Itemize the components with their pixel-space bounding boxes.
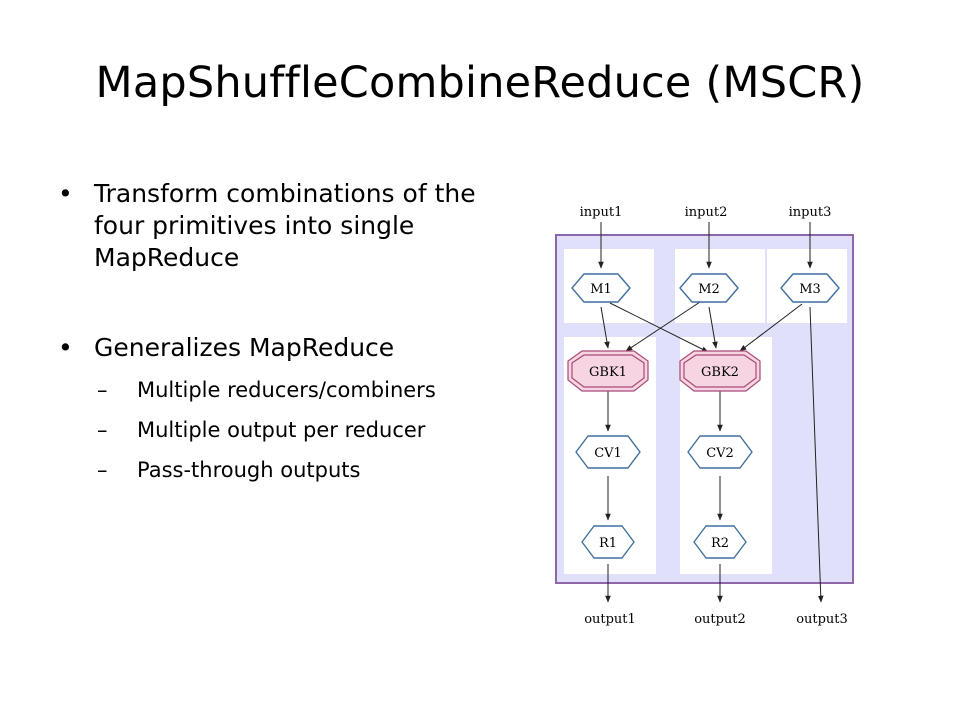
sub-bullet-item: – Multiple output per reducer bbox=[97, 416, 437, 444]
bullet-item: • Transform combinations of the four pri… bbox=[58, 178, 498, 274]
combiner-label: CV1 bbox=[594, 446, 622, 461]
output-label: output3 bbox=[796, 612, 848, 627]
output-label: output2 bbox=[694, 612, 746, 627]
bullet-text: Generalizes MapReduce bbox=[94, 333, 395, 362]
sub-bullet-text: Multiple reducers/combiners bbox=[137, 378, 436, 402]
gbk-label: GBK2 bbox=[701, 365, 739, 380]
edge bbox=[625, 301, 701, 352]
reducer-node: R1 bbox=[581, 525, 635, 559]
mapper-node: M2 bbox=[679, 273, 739, 303]
bullet-dot-icon: • bbox=[58, 333, 73, 362]
edge bbox=[708, 306, 718, 349]
edge bbox=[600, 306, 610, 349]
reducer-label: R2 bbox=[711, 536, 729, 551]
mapper-node: M1 bbox=[571, 273, 631, 303]
edge bbox=[809, 306, 824, 603]
input-label: input2 bbox=[685, 205, 728, 220]
mscr-diagram: input1 input2 input3 M1 M2 M3 GBK1 GBK2 … bbox=[555, 205, 854, 627]
input-label: input3 bbox=[789, 205, 832, 220]
dash-icon: – bbox=[97, 418, 108, 442]
mapper-label: M2 bbox=[698, 282, 720, 297]
gbk-label: GBK1 bbox=[589, 365, 627, 380]
dash-icon: – bbox=[97, 378, 108, 402]
bullet-dot-icon: • bbox=[58, 179, 73, 208]
bullet-text: Transform combinations of the four primi… bbox=[94, 179, 476, 272]
sub-bullet-item: – Multiple reducers/combiners bbox=[97, 376, 437, 404]
sub-bullet-item: – Pass-through outputs bbox=[97, 456, 437, 484]
gbk-node: GBK1 bbox=[567, 350, 649, 392]
sub-bullet-text: Multiple output per reducer bbox=[137, 418, 426, 442]
reducer-node: R2 bbox=[693, 525, 747, 559]
slide-title: MapShuffleCombineReduce (MSCR) bbox=[95, 58, 865, 108]
input-label: input1 bbox=[580, 205, 623, 220]
sub-bullet-text: Pass-through outputs bbox=[137, 458, 361, 482]
edge bbox=[609, 302, 709, 353]
output-label: output1 bbox=[584, 612, 636, 627]
combiner-node: CV1 bbox=[575, 435, 641, 469]
mapper-label: M3 bbox=[799, 282, 821, 297]
gbk-node: GBK2 bbox=[679, 350, 761, 392]
mapper-label: M1 bbox=[590, 282, 612, 297]
mapper-node: M3 bbox=[780, 273, 840, 303]
combiner-label: CV2 bbox=[706, 446, 734, 461]
combiner-node: CV2 bbox=[687, 435, 753, 469]
bullet-list: • Transform combinations of the four pri… bbox=[58, 178, 498, 496]
edge bbox=[739, 303, 803, 352]
dash-icon: – bbox=[97, 458, 108, 482]
edges bbox=[598, 222, 824, 603]
reducer-label: R1 bbox=[599, 536, 617, 551]
bullet-item: • Generalizes MapReduce bbox=[58, 332, 498, 364]
